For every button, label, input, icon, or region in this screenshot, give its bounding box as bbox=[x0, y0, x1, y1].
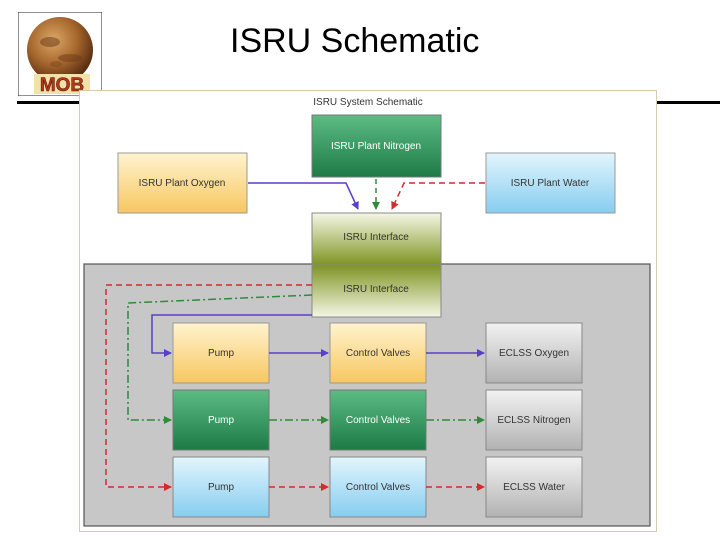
title-rule-left bbox=[17, 101, 97, 104]
node-pump-nitrogen: Pump bbox=[172, 389, 270, 451]
svg-text:ISRU Plant Water: ISRU Plant Water bbox=[511, 178, 590, 189]
mob-logo: MOB bbox=[18, 12, 102, 96]
node-pump-oxygen: Pump bbox=[172, 322, 270, 384]
arrow-interface-to-pump-water bbox=[105, 284, 312, 491]
title-rule-right bbox=[655, 101, 720, 104]
arrow-interface-to-pump-nitrogen bbox=[127, 294, 313, 424]
svg-text:Control Valves: Control Valves bbox=[346, 482, 410, 493]
arrow-water-to-interface bbox=[391, 182, 485, 210]
svg-text:ISRU Plant Oxygen: ISRU Plant Oxygen bbox=[139, 178, 226, 189]
node-eclss-water: ECLSS Water bbox=[485, 456, 583, 518]
svg-text:ECLSS Oxygen: ECLSS Oxygen bbox=[499, 348, 569, 359]
node-valves-nitrogen: Control Valves bbox=[329, 389, 427, 451]
node-interface-top: ISRU Interface bbox=[311, 212, 442, 266]
diagram-title: ISRU System Schematic bbox=[313, 97, 422, 108]
svg-text:Pump: Pump bbox=[208, 348, 235, 359]
node-valves-oxygen: Control Valves bbox=[329, 322, 427, 384]
node-plant-oxygen: ISRU Plant Oxygen bbox=[117, 152, 248, 214]
node-interface-bottom: ISRU Interface bbox=[311, 264, 442, 318]
svg-text:ECLSS Nitrogen: ECLSS Nitrogen bbox=[497, 415, 570, 426]
schematic-frame: ISRU System Schematic ISRU Plant Nitroge… bbox=[79, 90, 657, 532]
svg-text:ISRU Interface: ISRU Interface bbox=[343, 232, 409, 243]
svg-text:Pump: Pump bbox=[208, 415, 235, 426]
svg-text:ISRU Plant Nitrogen: ISRU Plant Nitrogen bbox=[331, 141, 421, 152]
node-plant-water: ISRU Plant Water bbox=[485, 152, 616, 214]
svg-text:ISRU Interface: ISRU Interface bbox=[343, 284, 409, 295]
arrow-oxygen-to-interface bbox=[248, 182, 359, 210]
node-eclss-nitrogen: ECLSS Nitrogen bbox=[485, 389, 583, 451]
svg-text:ECLSS Water: ECLSS Water bbox=[503, 482, 566, 493]
node-plant-nitrogen: ISRU Plant Nitrogen bbox=[311, 114, 442, 178]
node-eclss-oxygen: ECLSS Oxygen bbox=[485, 322, 583, 384]
svg-text:Control Valves: Control Valves bbox=[346, 348, 410, 359]
svg-text:Control Valves: Control Valves bbox=[346, 415, 410, 426]
schematic-diagram: ISRU System Schematic ISRU Plant Nitroge… bbox=[83, 97, 651, 527]
arrow-interface-to-pump-oxygen bbox=[151, 314, 312, 357]
node-valves-water: Control Valves bbox=[329, 456, 427, 518]
mars-planet-icon bbox=[27, 17, 93, 83]
node-pump-water: Pump bbox=[172, 456, 270, 518]
logo-text: MOB bbox=[40, 75, 84, 96]
svg-text:Pump: Pump bbox=[208, 482, 235, 493]
slide-title: ISRU Schematic bbox=[230, 22, 480, 60]
